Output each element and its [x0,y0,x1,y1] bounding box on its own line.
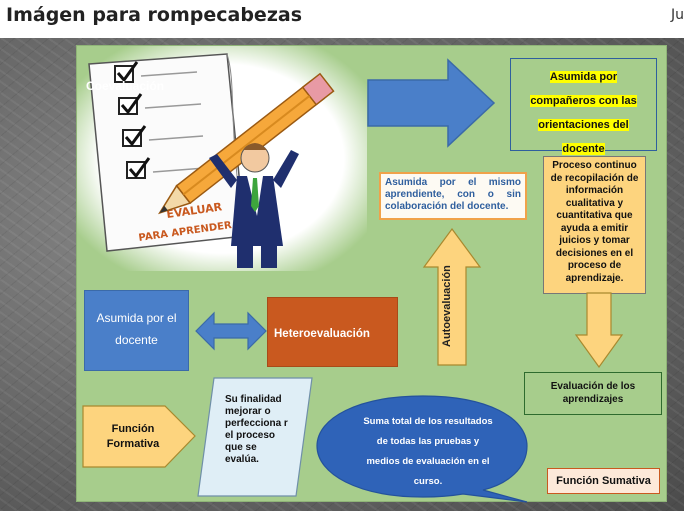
finalidad-shape-icon [197,377,313,497]
evaluacion-aprendizajes-box: Evaluación de los aprendizajes [524,372,662,415]
funcion-sumativa-box: Función Sumativa [547,468,660,494]
asumida-companeros-line1: Asumida por [549,71,618,83]
proceso-continuo-box: Proceso continuo de recopilación de info… [543,156,646,294]
finalidad-label: Su finalidad mejorar o perfecciona r el … [225,394,288,465]
heteroevaluacion-box: Heteroevaluación [267,297,398,367]
coevaluacion-arrow-icon [367,58,496,148]
asumida-companeros-line4: docente [562,143,605,155]
asumida-mismo-box: Asumida por el mismo aprendiente, con o … [379,172,527,220]
funcion-formativa-label: Función Formativa [106,423,160,450]
evaluation-clipart-icon: EVALUAR PARA APRENDER [77,46,367,271]
funcion-formativa-shape-icon [82,405,196,468]
coevaluacion-label: Coevaluación [86,79,165,93]
suma-total-label: Suma total de los resultados de todas la… [363,416,493,487]
double-arrow-icon [195,311,267,351]
autoevaluacion-label: Autoevaluación [441,265,453,347]
asumida-companeros-line2: compañeros con las [530,95,637,107]
suma-total-bubble-icon [316,395,528,503]
down-arrow-icon [574,292,624,369]
asumida-companeros-line3: orientaciones del [538,119,629,131]
diagram-slide: EVALUAR PARA APRENDER Coevaluación Asumi… [76,45,667,503]
page-header: Imágen para rompecabezas Ju [0,0,684,38]
autoevaluacion-arrow-icon [422,227,482,366]
asumida-docente-box: Asumida por el docente [84,290,189,371]
page-date-fragment: Ju [670,7,684,23]
page-title: Imágen para rompecabezas [6,4,303,26]
asumida-companeros-box: Asumida por compañeros con las orientaci… [510,58,657,155]
